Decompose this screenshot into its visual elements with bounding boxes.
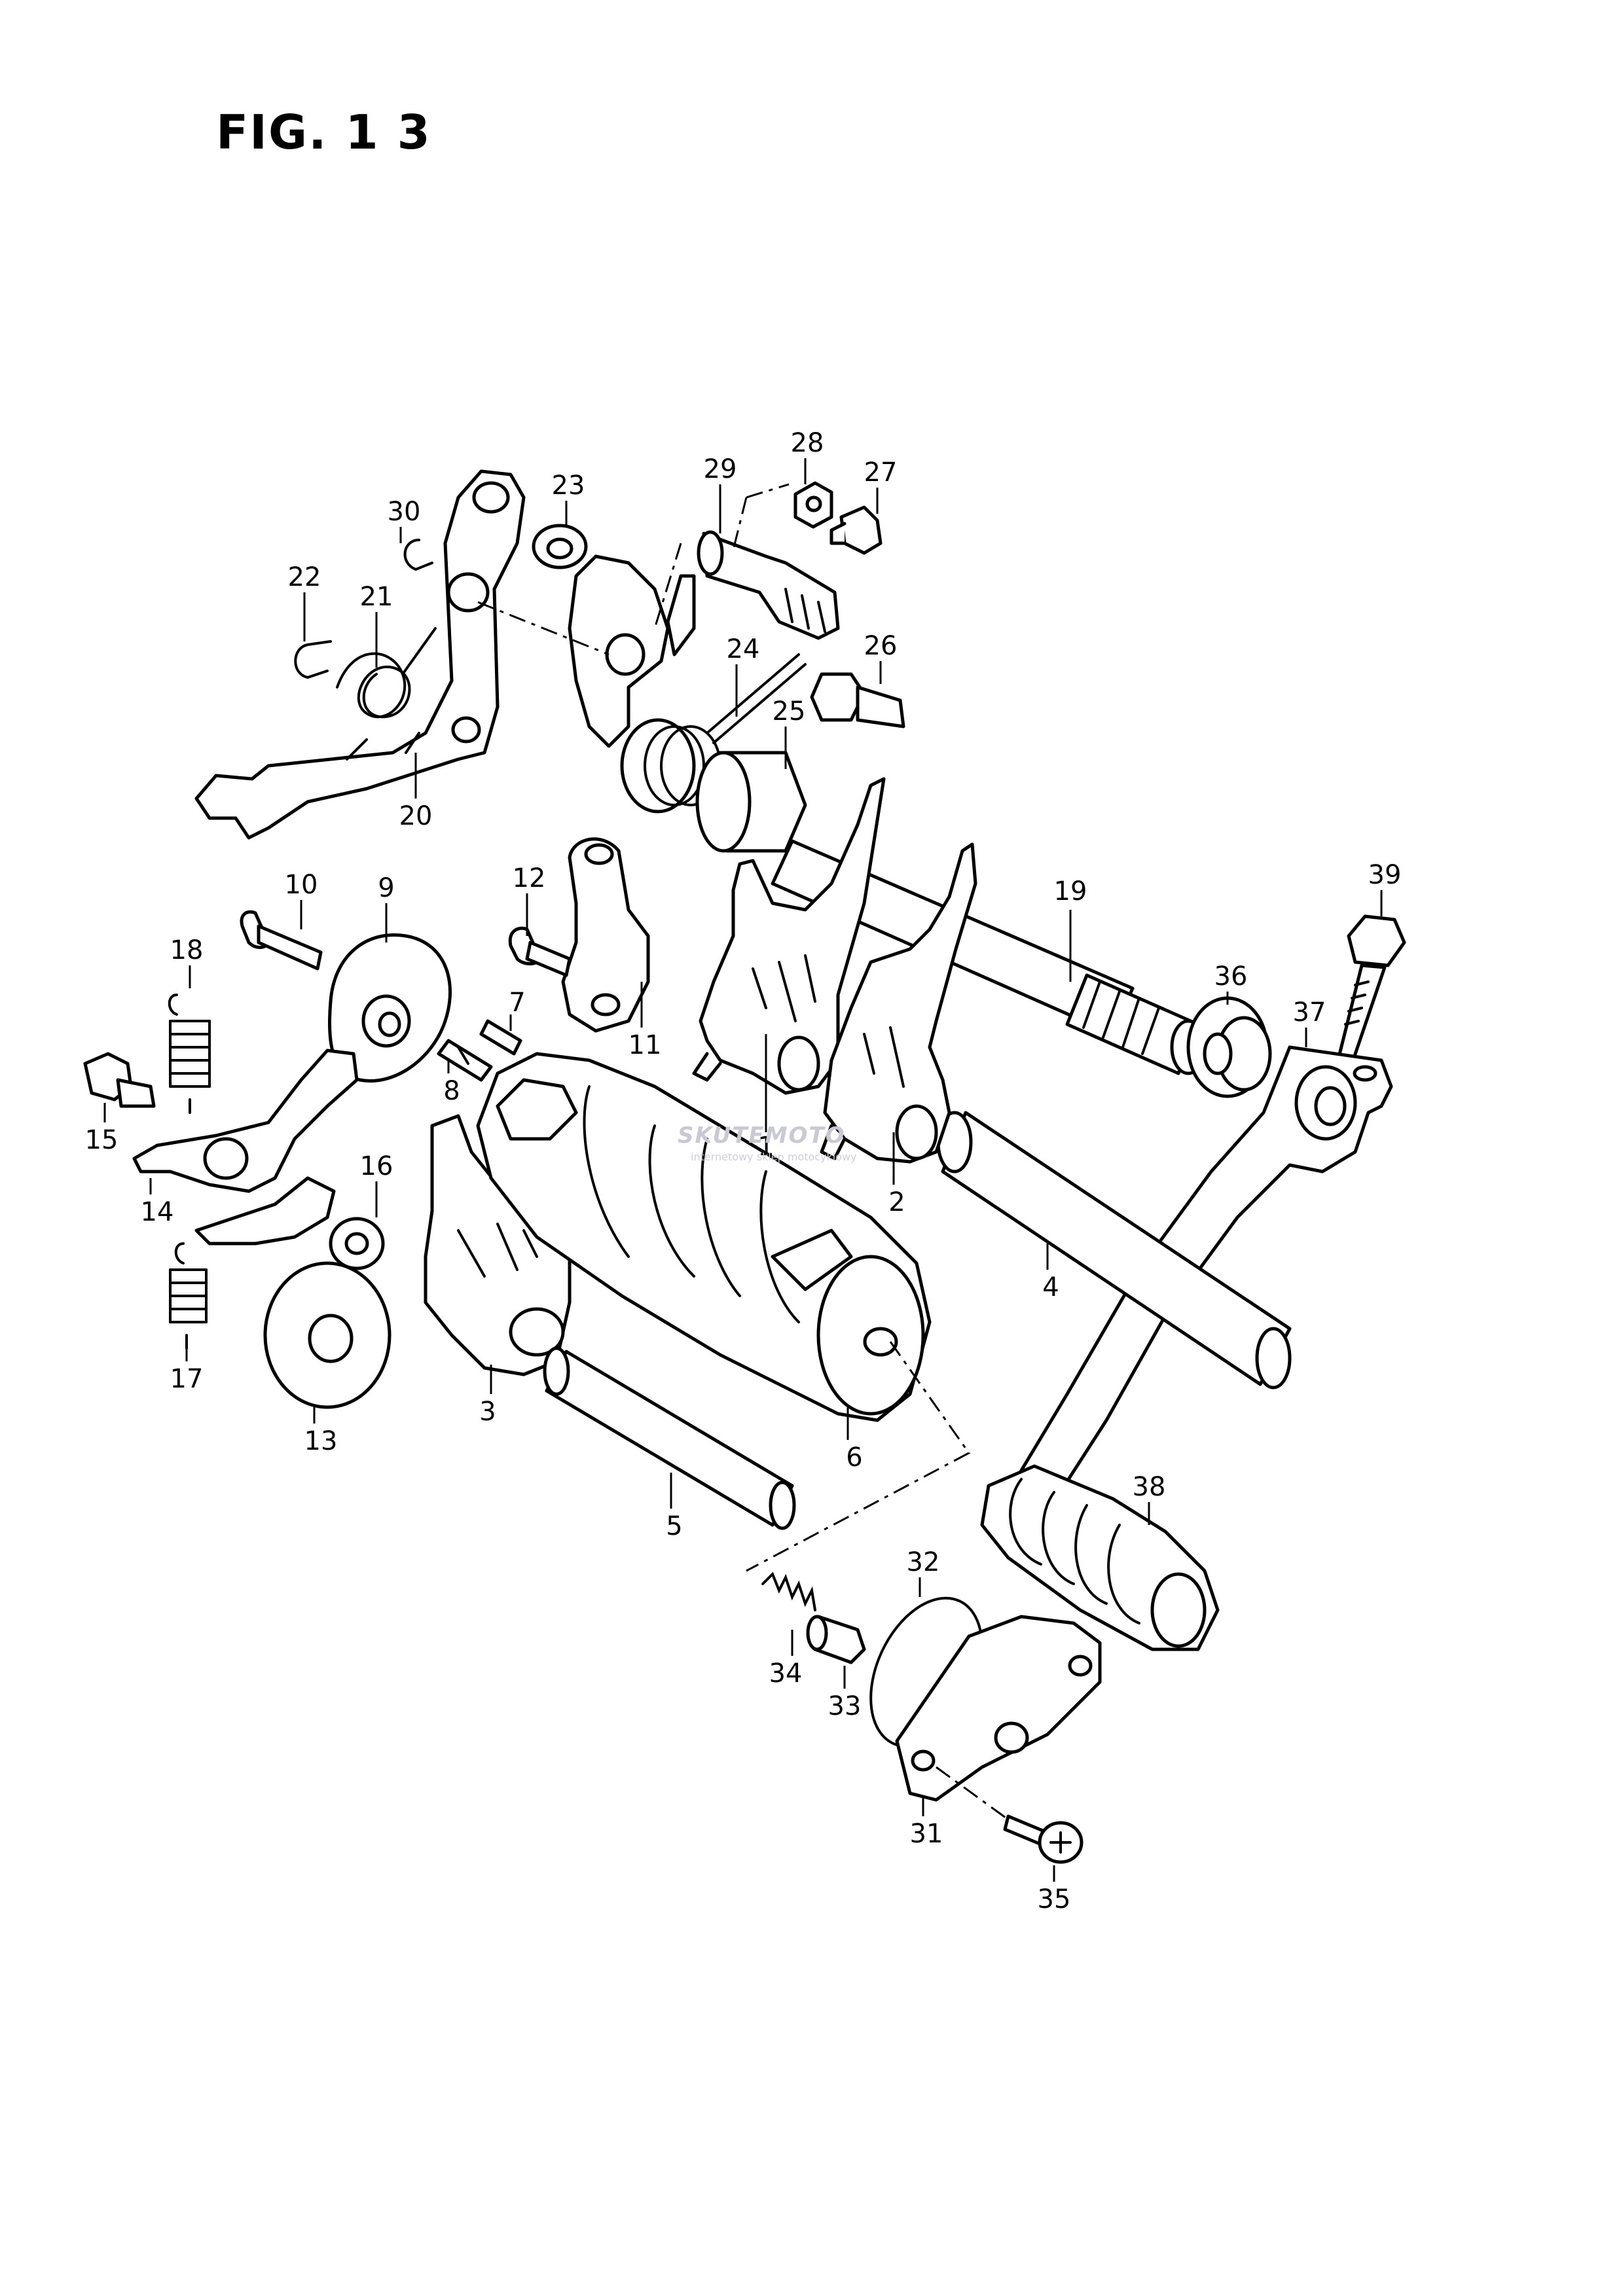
callout-14: 14 <box>141 1197 174 1227</box>
screw-35 <box>1003 1814 1084 1864</box>
callout-2: 2 <box>888 1187 905 1217</box>
pin-33 <box>806 1615 866 1664</box>
callout-labels: 1 2 3 4 5 6 7 8 9 10 11 12 13 14 15 16 1… <box>85 428 1402 1914</box>
collar-25 <box>695 751 807 853</box>
rubber-38 <box>980 1464 1220 1651</box>
callout-3: 3 <box>479 1397 496 1427</box>
spring-17 <box>169 1242 208 1350</box>
bolt-27 <box>829 505 883 555</box>
callout-8: 8 <box>443 1076 460 1106</box>
shift-rod-5 <box>543 1346 796 1530</box>
washer-23 <box>532 524 588 569</box>
bearing-36 <box>1186 996 1272 1098</box>
callout-19: 19 <box>1054 876 1087 906</box>
callout-23: 23 <box>552 471 585 501</box>
cam-drum-6 <box>476 1052 932 1422</box>
callout-10: 10 <box>285 870 318 900</box>
callout-27: 27 <box>864 457 898 488</box>
callout-35: 35 <box>1038 1884 1071 1914</box>
callout-1: 1 <box>757 1132 774 1162</box>
clip-22 <box>294 640 332 679</box>
callout-15: 15 <box>85 1125 118 1155</box>
callout-4: 4 <box>1042 1272 1059 1302</box>
stopper-bolt-29 <box>697 530 840 640</box>
washer-16 <box>329 1217 385 1270</box>
bolt-39 <box>1334 914 1406 1075</box>
callout-21: 21 <box>360 582 393 612</box>
callout-39: 39 <box>1368 860 1402 890</box>
callout-29: 29 <box>704 454 737 484</box>
callout-18: 18 <box>170 935 204 965</box>
callout-28: 28 <box>791 428 824 458</box>
shift-fork-2 <box>820 842 977 1164</box>
callout-5: 5 <box>666 1511 682 1541</box>
callout-17: 17 <box>170 1364 204 1394</box>
callout-25: 25 <box>773 696 806 726</box>
callout-31: 31 <box>910 1819 943 1849</box>
alignment-lines <box>477 483 1009 1821</box>
pin-7 <box>479 1019 522 1056</box>
callout-33: 33 <box>828 1691 862 1721</box>
callout-38: 38 <box>1133 1472 1166 1502</box>
callout-12: 12 <box>513 863 546 893</box>
plate-13 <box>263 1261 392 1409</box>
figure-title: FIG. 1 3 <box>216 105 431 160</box>
callout-34: 34 <box>769 1659 803 1689</box>
stopper-arm-14 <box>132 1049 359 1246</box>
nut-28 <box>793 481 833 529</box>
callout-26: 26 <box>864 631 898 661</box>
cam-plate-9 <box>328 933 452 1083</box>
callout-9: 9 <box>378 873 394 903</box>
callout-13: 13 <box>304 1426 338 1456</box>
callout-16: 16 <box>360 1151 393 1181</box>
shift-fork-3 <box>424 1114 572 1376</box>
screw-12 <box>508 926 572 977</box>
spring-18 <box>168 994 211 1114</box>
callout-36: 36 <box>1214 961 1248 992</box>
bolt-15 <box>83 1052 156 1108</box>
callout-30: 30 <box>388 497 421 527</box>
clip-30 <box>403 539 433 571</box>
pin-8 <box>437 1039 493 1082</box>
leader-lines <box>103 458 1383 1882</box>
callout-11: 11 <box>628 1030 662 1060</box>
watermark-subtext: internetowy sklep motocyklowy <box>691 1151 857 1163</box>
shift-arm-20 <box>194 469 526 840</box>
stopper-11 <box>561 837 650 1033</box>
spring-21 <box>336 627 437 719</box>
spring-34 <box>761 1571 816 1611</box>
shift-fork-1 <box>692 777 886 1095</box>
shift-rod-4 <box>936 1111 1292 1390</box>
callout-32: 32 <box>907 1547 940 1577</box>
screw-10 <box>240 910 323 971</box>
gearshift-shaft-plate <box>568 554 696 748</box>
callout-24: 24 <box>727 634 760 664</box>
watermark-logo: SKUTEMOTO <box>678 1122 846 1149</box>
bolt-26 <box>810 672 905 728</box>
callout-22: 22 <box>288 562 321 592</box>
cover-31 <box>895 1615 1102 1802</box>
callout-20: 20 <box>399 801 433 831</box>
callout-7: 7 <box>509 988 525 1018</box>
callout-37: 37 <box>1293 997 1326 1028</box>
callout-6: 6 <box>846 1443 862 1473</box>
